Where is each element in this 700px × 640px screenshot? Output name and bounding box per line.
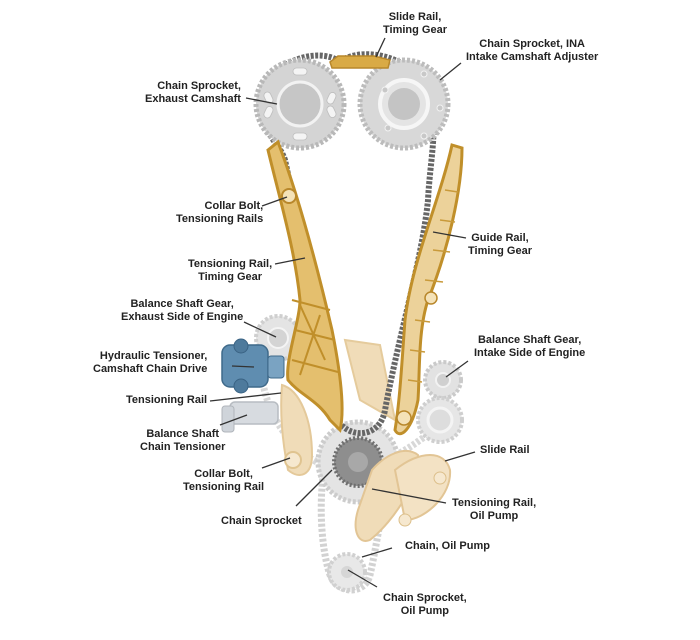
- label-line: Timing Gear: [383, 24, 447, 36]
- label-balance-shaft-gear-intake: Balance Shaft Gear, Intake Side of Engin…: [474, 334, 585, 360]
- oil-pump-rails: [354, 450, 452, 542]
- oil-pump-sprocket: [327, 552, 367, 592]
- label-chain-oil-pump: Chain, Oil Pump: [405, 540, 490, 553]
- label-line: Balance Shaft: [146, 428, 220, 440]
- label-tensioning-rail-timing-gear: Tensioning Rail, Timing Gear: [188, 258, 272, 284]
- label-line: Collar Bolt,: [204, 200, 264, 212]
- label-chain-sprocket-oil-pump: Chain Sprocket, Oil Pump: [383, 592, 467, 618]
- intake-camshaft-sprocket: [357, 57, 451, 151]
- label-slide-rail: Slide Rail: [480, 444, 530, 457]
- label-line: Intake Side of Engine: [474, 347, 586, 359]
- label-balance-shaft-chain-tensioner: Balance Shaft Chain Tensioner: [140, 428, 225, 454]
- label-line: Camshaft Chain Drive: [93, 363, 208, 375]
- label-line: Guide Rail,: [471, 232, 529, 244]
- guide-rail-timing-gear: [393, 143, 464, 436]
- label-guide-rail-timing-gear: Guide Rail, Timing Gear: [468, 232, 532, 258]
- label-collar-bolt-tensioning-rail: Collar Bolt, Tensioning Rail: [183, 468, 264, 494]
- label-line: Timing Gear: [468, 245, 532, 257]
- label-line: Timing Gear: [198, 271, 263, 283]
- label-chain-sprocket-exhaust: Chain Sprocket, Exhaust Camshaft: [145, 80, 241, 106]
- label-line: Tensioning Rail: [183, 481, 265, 493]
- label-line: Intake Camshaft Adjuster: [466, 51, 599, 63]
- label-line: Chain Sprocket,: [157, 80, 241, 92]
- label-hydraulic-tensioner: Hydraulic Tensioner, Camshaft Chain Driv…: [93, 350, 207, 376]
- label-line: Oil Pump: [400, 605, 450, 617]
- label-line: Tensioning Rails: [176, 213, 264, 225]
- label-line: Oil Pump: [469, 510, 519, 522]
- label-chain-sprocket: Chain Sprocket: [221, 515, 302, 528]
- label-line: Exhaust Side of Engine: [121, 311, 244, 323]
- label-line: Balance Shaft Gear,: [130, 298, 234, 310]
- label-line: Chain Tensioner: [140, 441, 226, 453]
- label-line: Tensioning Rail,: [452, 497, 537, 509]
- slide-rail-top: [329, 55, 391, 69]
- label-line: Chain Sprocket: [221, 515, 302, 527]
- label-balance-shaft-gear-exhaust: Balance Shaft Gear, Exhaust Side of Engi…: [121, 298, 243, 324]
- label-line: Slide Rail,: [388, 11, 442, 23]
- label-line: Chain Sprocket,: [383, 592, 467, 604]
- exhaust-camshaft-sprocket: [253, 57, 347, 151]
- label-line: Balance Shaft Gear,: [477, 334, 582, 346]
- balance-shaft-chain-tensioner: [221, 401, 279, 433]
- leader-lines: [209, 37, 476, 588]
- label-collar-bolt-tensioning-rails: Collar Bolt, Tensioning Rails: [176, 200, 263, 226]
- label-line: Tensioning Rail,: [188, 258, 273, 270]
- label-chain-sprocket-ina: Chain Sprocket, INA Intake Camshaft Adju…: [466, 38, 598, 64]
- label-line: Chain Sprocket, INA: [479, 38, 585, 50]
- balance-shaft-gear-intake: [416, 360, 464, 444]
- label-line: Hydraulic Tensioner,: [99, 350, 208, 362]
- label-line: Tensioning Rail: [126, 394, 208, 406]
- label-tensioning-rail: Tensioning Rail: [126, 394, 207, 407]
- label-tensioning-rail-oil-pump: Tensioning Rail, Oil Pump: [452, 497, 536, 523]
- label-line: Collar Bolt,: [194, 468, 253, 480]
- label-slide-rail-timing-gear: Slide Rail, Timing Gear: [383, 11, 447, 37]
- label-line: Chain, Oil Pump: [405, 540, 490, 552]
- tensioning-rail-timing-gear: [266, 139, 344, 433]
- label-line: Exhaust Camshaft: [145, 93, 241, 105]
- label-line: Slide Rail: [480, 444, 530, 456]
